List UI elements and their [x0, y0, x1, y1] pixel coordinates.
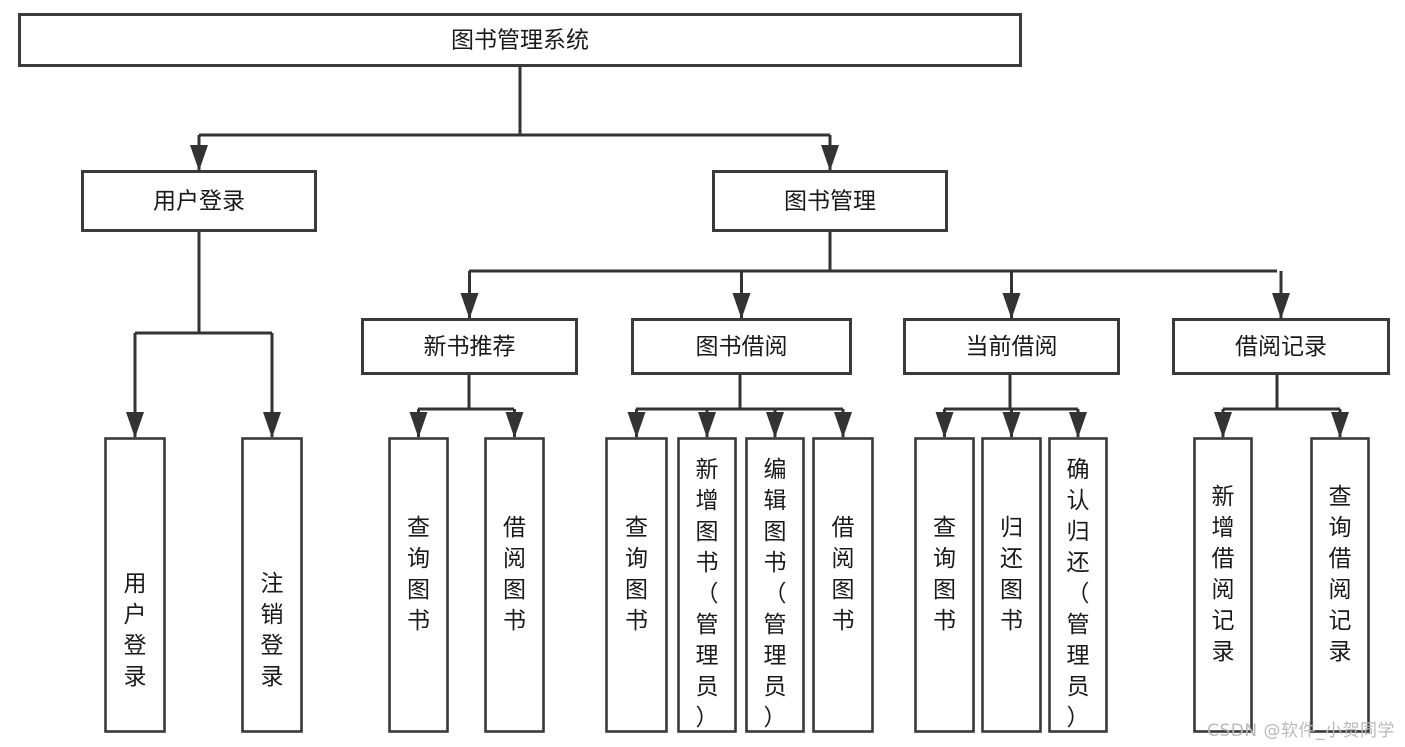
node-label: 图书管理 — [784, 189, 876, 215]
node-leaf-query-book-1[interactable]: 查询图书 — [388, 437, 449, 733]
node-label: 查询图书 — [933, 515, 956, 634]
node-box — [914, 437, 975, 733]
arrow-to-leaf_user_login — [126, 412, 144, 438]
connector-root-bus — [199, 67, 830, 137]
arrow-to-leaf_user_logout — [263, 412, 281, 438]
node-box — [981, 437, 1042, 733]
node-box — [631, 318, 852, 375]
node-label: 用户登录 — [153, 189, 245, 215]
node-label: 查询借阅记录 — [1329, 484, 1352, 665]
node-leaf-borrow-book-1[interactable]: 借阅图书 — [484, 437, 545, 733]
node-label: 借阅图书 — [503, 515, 526, 634]
connectors-layer — [126, 67, 1349, 438]
node-box — [812, 437, 874, 733]
arrow-to-leaf_query_book_2 — [627, 412, 646, 438]
node-box — [903, 318, 1120, 375]
arrow-to-leaf_return_book — [1002, 412, 1021, 438]
node-box — [484, 437, 545, 733]
node-box — [1310, 437, 1370, 733]
node-user-login[interactable]: 用户登录 — [81, 170, 317, 232]
node-leaf-user-logout[interactable]: 注销登录 — [241, 437, 303, 733]
arrow-to-user_login — [190, 145, 208, 171]
node-label: 图书管理系统 — [451, 28, 589, 54]
node-label: 用户登录 — [124, 571, 147, 690]
node-box — [605, 437, 668, 733]
node-label: 当前借阅 — [966, 334, 1058, 360]
node-box — [1172, 318, 1390, 375]
node-label: 新增借阅记录 — [1212, 484, 1235, 665]
node-leaf-query-book-3[interactable]: 查询图书 — [914, 437, 975, 733]
node-label: 图书借阅 — [696, 334, 788, 360]
node-label: 查询图书 — [407, 515, 430, 634]
node-box — [712, 170, 948, 232]
node-root[interactable]: 图书管理系统 — [18, 13, 1022, 67]
node-borrow-record[interactable]: 借阅记录 — [1172, 318, 1390, 375]
nodes-layer: 图书管理系统用户登录图书管理新书推荐图书借阅当前借阅借阅记录用户登录注销登录查询… — [18, 13, 1390, 733]
node-label: 新书推荐 — [424, 334, 516, 360]
node-box — [104, 437, 166, 733]
node-box — [18, 13, 1022, 67]
node-box — [361, 318, 578, 375]
arrow-to-new_book_rec — [460, 293, 479, 319]
node-leaf-confirm-return[interactable]: 确认归还（管理员） — [1048, 437, 1108, 733]
connector-book-borrow-bus — [636, 375, 843, 411]
node-current-borrow[interactable]: 当前借阅 — [903, 318, 1120, 375]
arrow-to-leaf_add_record — [1214, 412, 1232, 438]
node-box — [677, 437, 737, 733]
arrow-to-leaf_query_record — [1331, 412, 1349, 438]
connector-current-borrow-bus — [944, 375, 1078, 411]
node-book-borrow[interactable]: 图书借阅 — [631, 318, 852, 375]
node-box — [241, 437, 303, 733]
arrow-to-borrow_record — [1272, 293, 1290, 319]
node-leaf-add-record[interactable]: 新增借阅记录 — [1193, 437, 1253, 733]
node-box — [1193, 437, 1253, 733]
node-leaf-query-book-2[interactable]: 查询图书 — [605, 437, 668, 733]
node-book-manage[interactable]: 图书管理 — [712, 170, 948, 232]
arrow-to-leaf_query_book_1 — [409, 412, 428, 438]
arrow-to-book_borrow — [732, 293, 751, 319]
connector-user-login-bus — [135, 232, 272, 335]
node-leaf-user-login[interactable]: 用户登录 — [104, 437, 166, 733]
node-box — [388, 437, 449, 733]
node-box — [81, 170, 317, 232]
node-label: 注销登录 — [261, 571, 284, 690]
connector-new-book-bus — [418, 375, 514, 411]
node-label: 归还图书 — [1000, 515, 1023, 634]
arrow-to-leaf_confirm_return — [1069, 412, 1087, 438]
node-label: 借阅图书 — [832, 515, 855, 634]
node-box — [745, 437, 805, 733]
watermark-text: CSDN @软件_小贺同学 — [1207, 721, 1395, 741]
arrow-to-leaf_borrow_book_1 — [505, 412, 524, 438]
node-leaf-edit-book[interactable]: 编辑图书（管理员） — [745, 437, 805, 733]
connector-borrow-record-bus — [1223, 375, 1340, 411]
arrow-to-leaf_borrow_book_2 — [834, 412, 852, 438]
node-leaf-return-book[interactable]: 归还图书 — [981, 437, 1042, 733]
node-label: 编辑图书（管理员） — [764, 457, 787, 731]
arrow-to-current_borrow — [1002, 293, 1021, 319]
node-label: 新增图书（管理员） — [696, 457, 719, 731]
arrow-to-leaf_query_book_3 — [935, 412, 954, 438]
connector-book-manage-bus — [469, 232, 1277, 273]
node-label: 确认归还（管理员） — [1067, 457, 1090, 731]
node-leaf-add-book[interactable]: 新增图书（管理员） — [677, 437, 737, 733]
node-box — [1048, 437, 1108, 733]
arrow-to-leaf_edit_book — [766, 412, 784, 438]
node-new-book-rec[interactable]: 新书推荐 — [361, 318, 578, 375]
node-leaf-borrow-book-2[interactable]: 借阅图书 — [812, 437, 874, 733]
arrow-to-leaf_add_book — [698, 412, 716, 438]
node-label: 借阅记录 — [1235, 334, 1327, 360]
node-label: 查询图书 — [625, 515, 648, 634]
node-leaf-query-record[interactable]: 查询借阅记录 — [1310, 437, 1370, 733]
arrow-to-book_manage — [821, 145, 839, 171]
